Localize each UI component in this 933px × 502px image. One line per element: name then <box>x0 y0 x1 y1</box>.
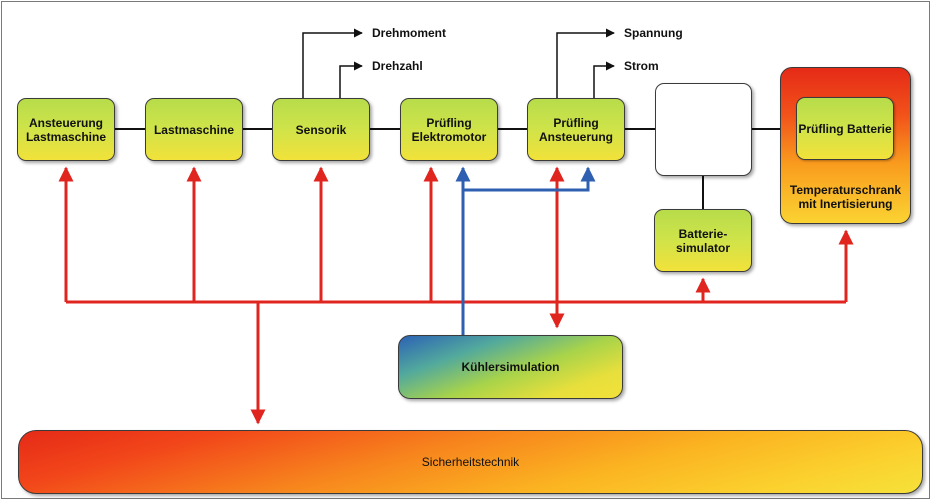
label-strom: Strom <box>624 59 659 73</box>
label-drehzahl: Drehzahl <box>372 59 423 73</box>
label-spannung: Spannung <box>624 26 683 40</box>
block-label-line: Ansteuerung <box>538 129 613 144</box>
block-label: Lastmaschine <box>153 122 235 137</box>
block-label: Kühlersimulation <box>461 360 560 374</box>
block-kuehlersimulation: Kühlersimulation <box>398 335 623 399</box>
block-label: Sicherheitstechnik <box>421 455 520 469</box>
block-sicherheitstechnik: Sicherheitstechnik <box>18 430 923 494</box>
label-drehmoment: Drehmoment <box>372 26 447 40</box>
block-lastmaschine: Lastmaschine <box>145 98 243 161</box>
block-label-line: Ansteuerung <box>28 115 103 130</box>
block-label: Sensorik <box>295 122 347 137</box>
block-batteriesimulator: Batterie- simulator <box>654 209 752 272</box>
switch-box <box>655 83 752 176</box>
block-pruefling-ansteuerung: Prüfling Ansteuerung <box>527 98 625 161</box>
block-sensorik: Sensorik <box>272 98 370 161</box>
signal-chain <box>115 128 796 209</box>
block-pruefling-batterie: Prüfling Batterie <box>796 97 894 160</box>
block-label-line: Prüfling <box>553 115 599 130</box>
cooling-network <box>455 166 596 335</box>
block-label-line: simulator <box>675 240 730 255</box>
chamber-label-line: Temperaturschrank <box>789 183 902 197</box>
chamber-label-line: mit Inertisierung <box>798 197 893 211</box>
block-label-line: Prüfling <box>426 115 472 130</box>
safety-network <box>58 166 854 425</box>
block-label-line: Lastmaschine <box>25 129 107 144</box>
block-label-line: Prüfling <box>798 121 844 136</box>
block-pruefling-elektromotor: Prüfling Elektromotor <box>400 98 498 161</box>
block-label-line: Batterie- <box>678 226 728 241</box>
block-label-line: Batterie <box>846 121 892 136</box>
temperature-chamber-label: Temperaturschrank mit Inertisierung <box>780 183 911 211</box>
block-label-line: Elektromotor <box>411 129 487 144</box>
measurement-outputs <box>302 28 615 98</box>
block-ansteuerung-lastmaschine: Ansteuerung Lastmaschine <box>17 98 115 161</box>
